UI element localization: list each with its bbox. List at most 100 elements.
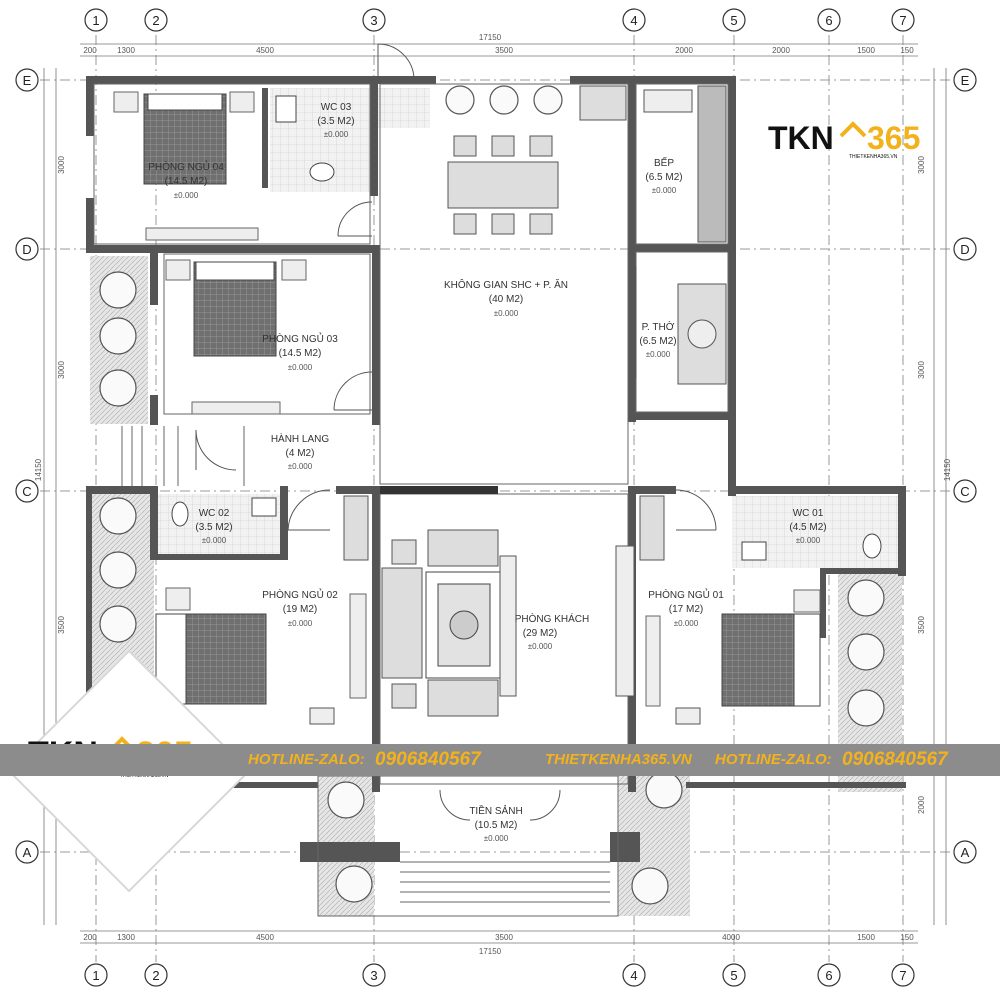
room-elev: ±0.000 [494, 309, 519, 318]
room-elev: ±0.000 [652, 186, 677, 195]
room-elev: ±0.000 [796, 536, 821, 545]
hotline-label-2: HOTLINE-ZALO: [715, 751, 832, 768]
logo-number: 365 [867, 120, 921, 156]
dim-right: 3500 [917, 616, 926, 634]
room-elev: ±0.000 [202, 536, 227, 545]
axis-row-label: D [22, 242, 31, 257]
room-name: WC 01 [793, 508, 824, 519]
room-elev: ±0.000 [646, 350, 671, 359]
axis-col-label: 7 [899, 13, 906, 28]
room-elev: ±0.000 [174, 191, 199, 200]
dim-top-seg: 2000 [675, 46, 693, 55]
hotline-phone-2[interactable]: 0906840567 [842, 749, 948, 770]
room-name: PHÒNG NGỦ 03 [262, 332, 338, 345]
room-name: PHÒNG NGỦ 04 [148, 160, 224, 173]
hotline-banner [0, 744, 1000, 776]
axis-row-label: C [960, 484, 969, 499]
brand-logo: TKN 365 THIETKENHA365.VN [765, 118, 940, 166]
room-name: PHÒNG KHÁCH [515, 612, 589, 625]
room-area: (14.5 M2) [165, 176, 208, 187]
axis-col-label: 5 [730, 13, 737, 28]
toilet-icon [171, 501, 189, 527]
dim-bottom-seg: 1300 [117, 933, 135, 942]
toilet-icon [862, 533, 882, 559]
axis-col-label: 4 [630, 968, 637, 983]
axis-col-label: 1 [92, 968, 99, 983]
dim-top-seg: 1500 [857, 46, 875, 55]
dim-right: 3000 [917, 156, 926, 174]
dim-bottom-seg: 4000 [722, 933, 740, 942]
dim-bottom-seg: 4500 [256, 933, 274, 942]
room-labels: PHÒNG NGỦ 04 (14.5 M2) ±0.000 WC 03 (3.5… [148, 102, 826, 843]
dim-left: 3000 [57, 156, 66, 174]
room-elev: ±0.000 [674, 619, 699, 628]
bottom-dimensions: 17150 200 1300 4500 3500 4000 1500 150 [83, 933, 914, 956]
sink-icon [275, 95, 297, 123]
room-name: HÀNH LANG [271, 432, 330, 445]
furniture [113, 85, 882, 725]
dim-left: 3500 [57, 616, 66, 634]
top-dimensions: 17150 200 1300 4500 3500 2000 2000 1500 … [83, 33, 914, 55]
room-elev: ±0.000 [288, 363, 313, 372]
axis-row-label: E [23, 73, 32, 88]
axis-row-label: A [961, 845, 970, 860]
dim-left: 14150 [34, 458, 43, 481]
room-elev: ±0.000 [288, 462, 313, 471]
logo-site-small: THIETKENHA365.VN [849, 154, 898, 160]
room-name: PHÒNG NGỦ 02 [262, 588, 338, 601]
hotline-label: HOTLINE-ZALO: [248, 751, 365, 768]
sink-icon [251, 497, 277, 517]
room-name: BẾP [654, 156, 674, 169]
axis-col-label: 4 [630, 13, 637, 28]
room-elev: ±0.000 [288, 619, 313, 628]
axis-row-label: E [961, 73, 970, 88]
logo-site-small: THIETKENHA365.VN [120, 773, 169, 779]
dim-top-seg: 2000 [772, 46, 790, 55]
room-area: (4 M2) [286, 448, 315, 459]
axis-row-label: A [23, 845, 32, 860]
door-swings [195, 43, 717, 821]
dim-bottom-seg: 150 [900, 933, 914, 942]
dim-top-seg: 3500 [495, 46, 513, 55]
room-area: (10.5 M2) [475, 820, 518, 831]
room-area: (19 M2) [283, 604, 317, 615]
hotline-phone[interactable]: 0906840567 [375, 749, 481, 770]
room-area: (40 M2) [489, 294, 523, 305]
axis-col-label: 7 [899, 968, 906, 983]
room-area: (17 M2) [669, 604, 703, 615]
dim-bottom-total: 17150 [479, 947, 502, 956]
dim-top-seg: 1300 [117, 46, 135, 55]
house-roof-icon [839, 121, 867, 138]
room-area: (3.5 M2) [317, 116, 354, 127]
dim-left: 3000 [57, 361, 66, 379]
axis-col-label: 6 [825, 968, 832, 983]
dim-right: 14150 [943, 458, 952, 481]
planter-icons [99, 85, 885, 905]
room-area: (29 M2) [523, 628, 557, 639]
right-dimensions: 3000 3000 14150 3500 2000 [917, 156, 952, 814]
axis-bubbles [15, 8, 977, 987]
axis-col-label: 1 [92, 13, 99, 28]
room-area: (6.5 M2) [645, 172, 682, 183]
axis-col-label: 3 [370, 968, 377, 983]
sofa-icon [427, 529, 499, 567]
dim-top-seg: 200 [83, 46, 97, 55]
axis-row-label: D [960, 242, 969, 257]
toilet-icon [309, 162, 335, 182]
website-link[interactable]: THIETKENHA365.VN [545, 751, 692, 768]
logo-brand: TKN [768, 120, 834, 156]
dim-top-total: 17150 [479, 33, 502, 42]
dim-top-seg: 4500 [256, 46, 274, 55]
room-area: (4.5 M2) [789, 522, 826, 533]
room-area: (6.5 M2) [639, 336, 676, 347]
room-name: PHÒNG NGỦ 01 [648, 588, 724, 601]
room-name: WC 02 [199, 508, 230, 519]
axis-row-label: C [22, 484, 31, 499]
room-name: KHÔNG GIAN SHC + P. ĂN [444, 278, 568, 291]
axis-col-label: 3 [370, 13, 377, 28]
axis-col-label: 2 [152, 968, 159, 983]
room-elev: ±0.000 [324, 130, 349, 139]
axis-col-label: 2 [152, 13, 159, 28]
axis-labels: 1 2 3 4 5 6 7 1 2 3 4 5 6 7 E D C A E D … [22, 13, 969, 983]
